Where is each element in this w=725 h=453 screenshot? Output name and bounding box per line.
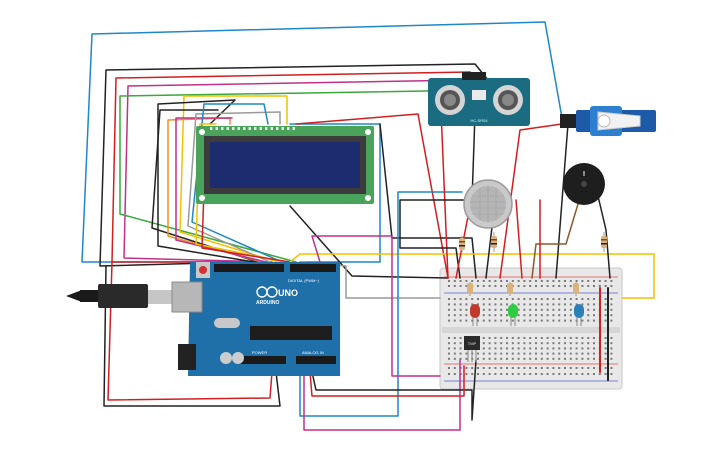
wire-yellow-lcd[interactable] [179, 95, 288, 263]
wire-green[interactable] [119, 89, 489, 263]
wire-black-bb[interactable] [379, 123, 477, 279]
sonar-label: HC-SR04 [470, 118, 488, 123]
wire-blue-gas[interactable] [299, 191, 463, 417]
tmp-label: TMP [468, 341, 477, 346]
wire-black-servo[interactable] [555, 123, 569, 279]
wire-black-sonar[interactable] [399, 85, 477, 279]
ultrasonic-sensor[interactable]: HC-SR04 [428, 72, 530, 126]
servo-motor[interactable] [560, 106, 656, 136]
led-green[interactable] [508, 304, 518, 326]
led-red[interactable] [470, 304, 480, 326]
wire-black-lcd-bb[interactable] [289, 205, 449, 279]
breadboard[interactable] [439, 267, 623, 390]
resistor-6[interactable] [573, 282, 579, 296]
wire-magenta-mid[interactable] [311, 235, 441, 377]
wire-red-gas-2[interactable] [515, 199, 523, 279]
lcd-header-pins [210, 127, 295, 130]
lcd-display[interactable] [196, 126, 374, 204]
arduino-logo-icon [256, 286, 278, 298]
arduino-model: UNO [278, 288, 298, 298]
resistor-1[interactable] [459, 236, 465, 252]
wire-black-lcd[interactable] [157, 99, 255, 263]
gas-sensor[interactable] [463, 179, 513, 229]
wire-blue-lcd[interactable] [191, 103, 283, 263]
wire-red-servo[interactable] [499, 123, 563, 279]
wire-magenta-bottom[interactable] [303, 359, 461, 431]
wire-red-lcd-bb[interactable] [295, 113, 449, 279]
wire-black-lcd-2[interactable] [151, 109, 259, 263]
resistor-4[interactable] [467, 282, 473, 296]
wire-magenta[interactable] [123, 79, 471, 263]
resistor-2[interactable] [491, 232, 497, 252]
led-blue[interactable] [574, 304, 584, 326]
usb-cable[interactable] [66, 284, 176, 308]
wire-brown-buzzer[interactable] [531, 203, 579, 279]
wire-red-bottom[interactable] [107, 261, 273, 401]
resistor-5[interactable] [507, 282, 513, 296]
wire-yellow-long[interactable] [289, 253, 655, 299]
arduino-power-label: POWER [252, 350, 267, 355]
temperature-sensor[interactable]: TMP [464, 336, 480, 362]
arduino-analog-label: ANALOG IN [302, 350, 324, 355]
wire-black-bottom-2[interactable] [311, 359, 477, 421]
arduino-digital-label: DIGITAL (PWM~) [288, 278, 320, 283]
arduino-brand: ARDUINO [256, 300, 279, 306]
wire-black-buzzer[interactable] [597, 195, 611, 279]
breadboard-holes [448, 280, 613, 375]
wire-black[interactable] [99, 63, 489, 267]
arduino-uno-board[interactable]: ARDUINO UNO DIGITAL (PWM~) POWER ANALOG … [171, 262, 340, 376]
piezo-buzzer[interactable] [563, 163, 605, 205]
wire-red-bottom-2[interactable] [309, 365, 465, 397]
wire-gray-lcd[interactable] [187, 111, 281, 263]
wire-black-bottom[interactable] [103, 265, 281, 407]
resistor-3[interactable] [601, 232, 607, 252]
